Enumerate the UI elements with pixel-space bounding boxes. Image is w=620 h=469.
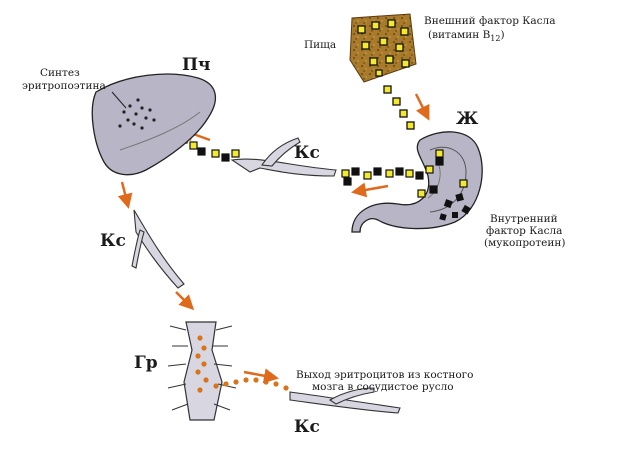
label-liver: Пч <box>182 55 211 75</box>
label-synthesis-2: эритропоэтина <box>22 80 106 92</box>
bone-marrow <box>167 321 237 421</box>
label-vessel-top: Кс <box>294 143 320 163</box>
stomach <box>351 131 483 233</box>
label-internal-factor-3: (мукопротеин) <box>484 237 565 249</box>
liver <box>91 73 217 176</box>
vessel-left <box>131 209 185 289</box>
label-synthesis-1: Синтез <box>40 67 80 79</box>
arrow-liver-to-vessel <box>117 181 133 209</box>
arrow-food-to-stomach <box>414 93 430 121</box>
label-exit-1: Выход эритроцитов из костного <box>296 369 473 381</box>
label-external-factor-2: (витамин B12) <box>428 29 505 43</box>
label-vessel-left: Кс <box>100 231 126 251</box>
label-exit-2: мозга в сосудистое русло <box>312 381 454 393</box>
label-external-factor-1: Внешний фактор Касла <box>424 15 555 27</box>
pointer-synthesis <box>111 91 127 109</box>
label-internal-factor-1: Внутренний <box>490 213 558 225</box>
arrow-stomach-to-vessel <box>351 182 389 198</box>
arrow-exit <box>243 368 279 384</box>
arrow-vessel-to-marrow <box>175 291 195 311</box>
label-stomach: Ж <box>456 109 479 129</box>
food-block <box>349 13 417 83</box>
label-bone-marrow: Гр <box>134 353 158 373</box>
vitamin-path <box>383 85 415 130</box>
label-food: Пища <box>304 39 336 51</box>
label-vessel-bottom: Кс <box>294 417 320 437</box>
label-internal-factor-2: фактор Касла <box>486 225 562 237</box>
vessel-bottom <box>289 387 401 414</box>
erythrocyte-exit-dots <box>213 377 289 391</box>
vessel-top <box>230 137 337 177</box>
complex-path-stomach <box>341 149 468 198</box>
